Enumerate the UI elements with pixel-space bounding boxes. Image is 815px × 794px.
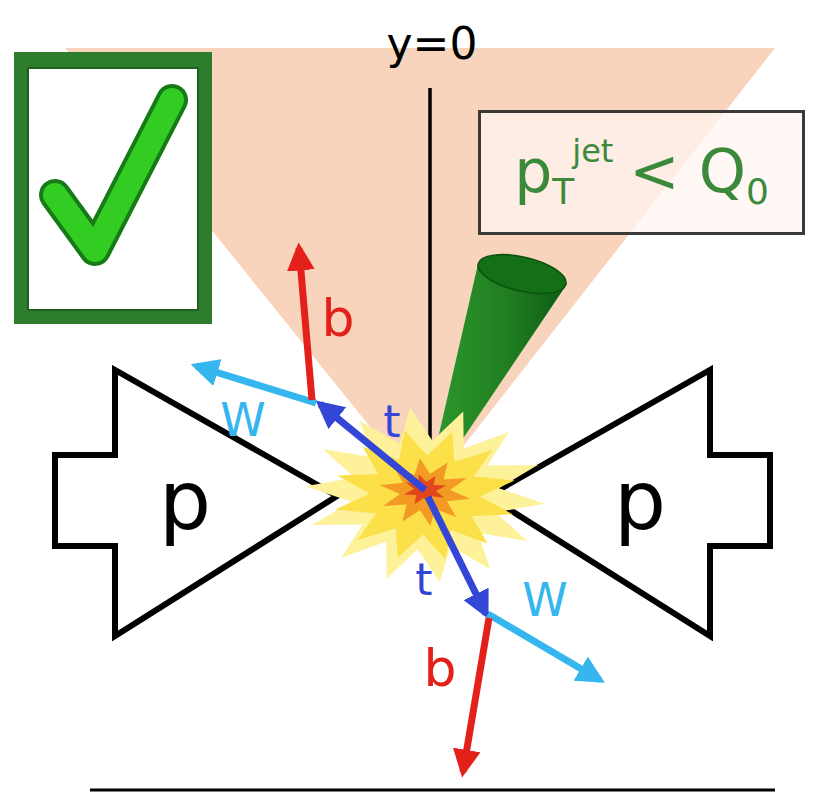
proton-shape bbox=[55, 370, 337, 636]
checkmark-outline bbox=[55, 100, 172, 250]
b-quark-arrow bbox=[299, 248, 312, 400]
w-boson-arrow bbox=[488, 614, 600, 680]
rapidity-axis bbox=[428, 88, 432, 495]
top-quark-arrow bbox=[320, 404, 425, 490]
formula-part: 0 bbox=[746, 171, 769, 212]
particle-label: b bbox=[423, 642, 456, 694]
checkbox-frame bbox=[14, 52, 212, 324]
collision-core bbox=[380, 458, 470, 526]
b-quark-arrow bbox=[463, 618, 489, 772]
proton-shape bbox=[488, 370, 770, 636]
jet-cone-top bbox=[474, 247, 569, 300]
particle-label: t bbox=[383, 400, 400, 444]
proton-label: p bbox=[614, 460, 666, 542]
proton-label: p bbox=[159, 460, 211, 542]
particle-label: t bbox=[415, 558, 432, 602]
formula-part: p bbox=[514, 136, 552, 206]
jet-veto-box: pTjet < Q0 bbox=[478, 110, 805, 235]
rapidity-label: y=0 bbox=[387, 22, 478, 66]
top-quark-arrow bbox=[428, 497, 486, 614]
collision-burst bbox=[335, 431, 514, 560]
particle-label: b bbox=[321, 292, 354, 344]
baseline-rule bbox=[90, 789, 775, 792]
formula-part: < Q bbox=[629, 136, 746, 206]
collision-center bbox=[404, 475, 446, 506]
w-boson-arrow bbox=[196, 366, 316, 403]
jet-veto-condition: pTjet < Q0 bbox=[514, 135, 769, 211]
checkbox-inner bbox=[28, 68, 198, 310]
formula-part: T bbox=[552, 171, 574, 212]
proton-beam: p bbox=[50, 365, 342, 641]
checkmark bbox=[55, 100, 172, 250]
collision-glow bbox=[306, 408, 545, 583]
proton-beam: p bbox=[483, 365, 775, 641]
formula-part: jet bbox=[572, 132, 613, 170]
particle-label: W bbox=[522, 577, 567, 623]
